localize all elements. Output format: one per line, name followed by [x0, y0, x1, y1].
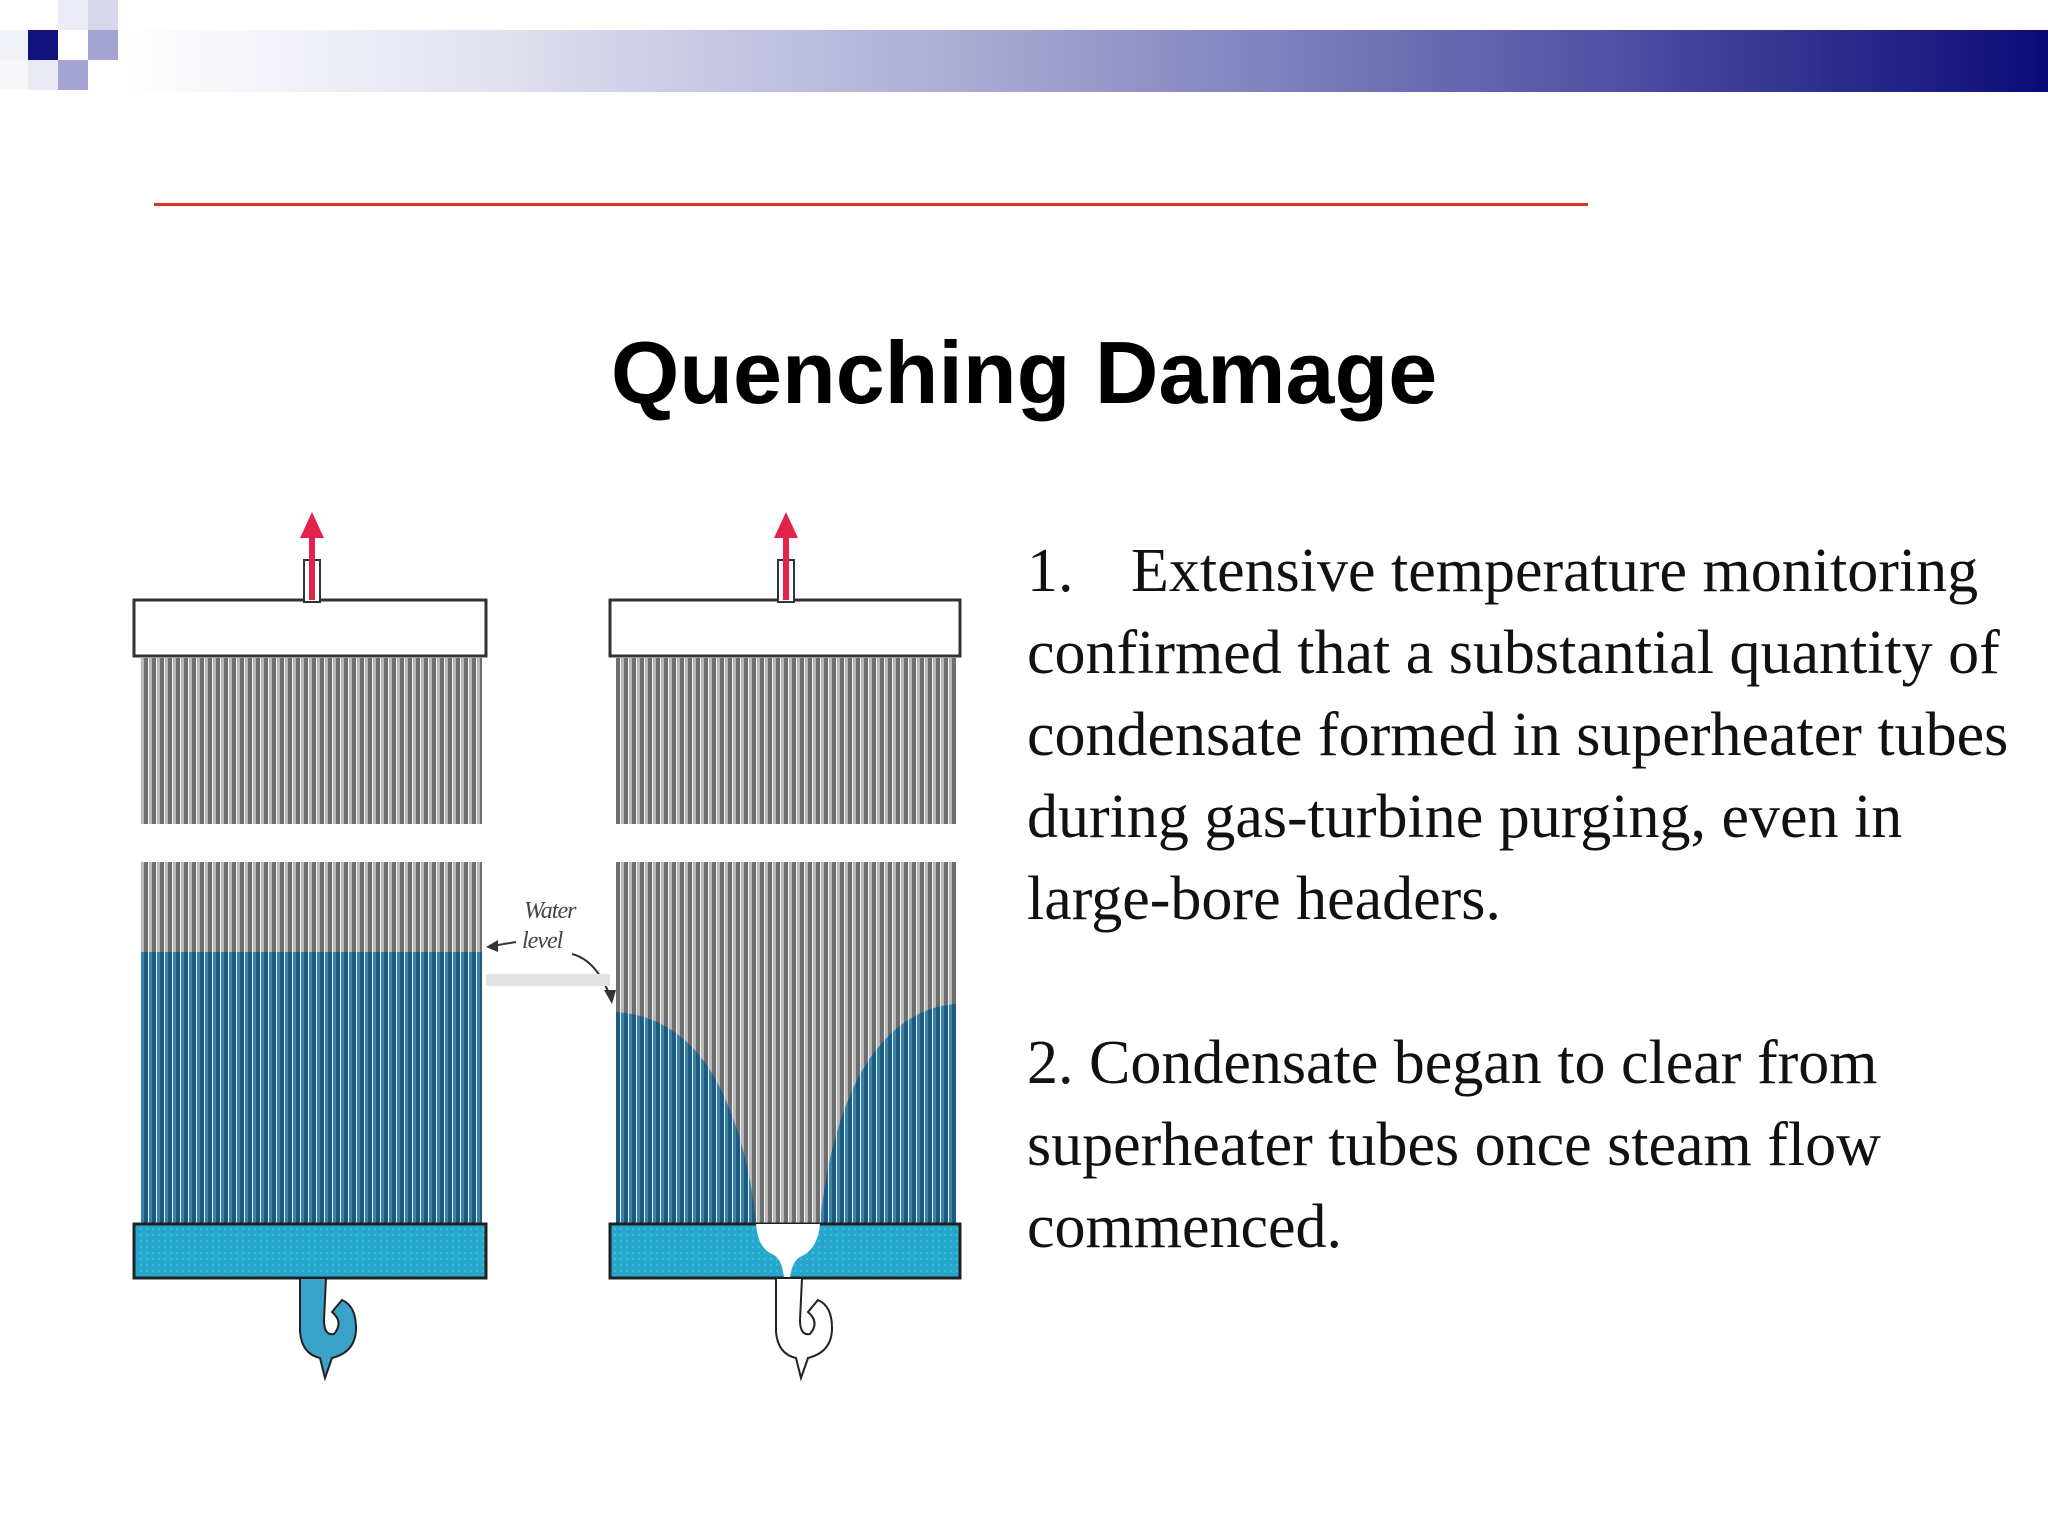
title-divider [154, 203, 1588, 206]
header-square [0, 60, 28, 90]
steam-arrow-icon [774, 512, 798, 600]
slide-title: Quenching Damage [610, 323, 1438, 422]
water-label-line2: level [522, 928, 564, 954]
upper-tube-bank [140, 658, 482, 824]
point-1-number: 1. [1027, 537, 1074, 605]
point-1: 1.Extensive temperature monitoring confi… [1027, 530, 2027, 940]
residual-condensate-left [616, 1012, 756, 1224]
point-2-text: Condensate began to clear from superheat… [1027, 1029, 1881, 1261]
lower-tube-bank-flooded [140, 952, 482, 1224]
body-text: 1.Extensive temperature monitoring confi… [1027, 530, 2027, 1268]
header-gradient-band [120, 30, 2048, 92]
lower-tube-bank-dry [140, 862, 482, 954]
header-square [58, 30, 88, 60]
water-level-annotation: Water level [486, 898, 616, 1004]
residual-condensate-right [820, 1004, 956, 1224]
header-square [88, 0, 118, 30]
right-tube-assembly [608, 512, 962, 1382]
drain-pipe-cleared [775, 1277, 834, 1382]
point-1-text: Extensive temperature monitoring confirm… [1027, 537, 2009, 933]
superheater-diagram: Water level [132, 512, 962, 1382]
outlet-header [132, 598, 488, 658]
header-square [28, 30, 58, 60]
point-2-number: 2. [1027, 1029, 1074, 1097]
point-2: 2. Condensate began to clear from superh… [1027, 1022, 2027, 1268]
header-square [88, 30, 118, 60]
cleared-header-section [756, 1224, 820, 1278]
steam-arrow-icon [300, 512, 324, 600]
inlet-header-flooded [132, 1222, 488, 1280]
drain-pipe-flooded [299, 1277, 358, 1382]
header-square [58, 0, 88, 30]
water-label-line1: Water [524, 898, 577, 924]
header-square [58, 60, 88, 90]
upper-tube-bank [616, 658, 956, 824]
outlet-header [608, 598, 962, 658]
left-tube-assembly [132, 512, 488, 1382]
water-level-guide [486, 974, 610, 986]
header-square [28, 60, 58, 90]
header-square [0, 30, 28, 60]
